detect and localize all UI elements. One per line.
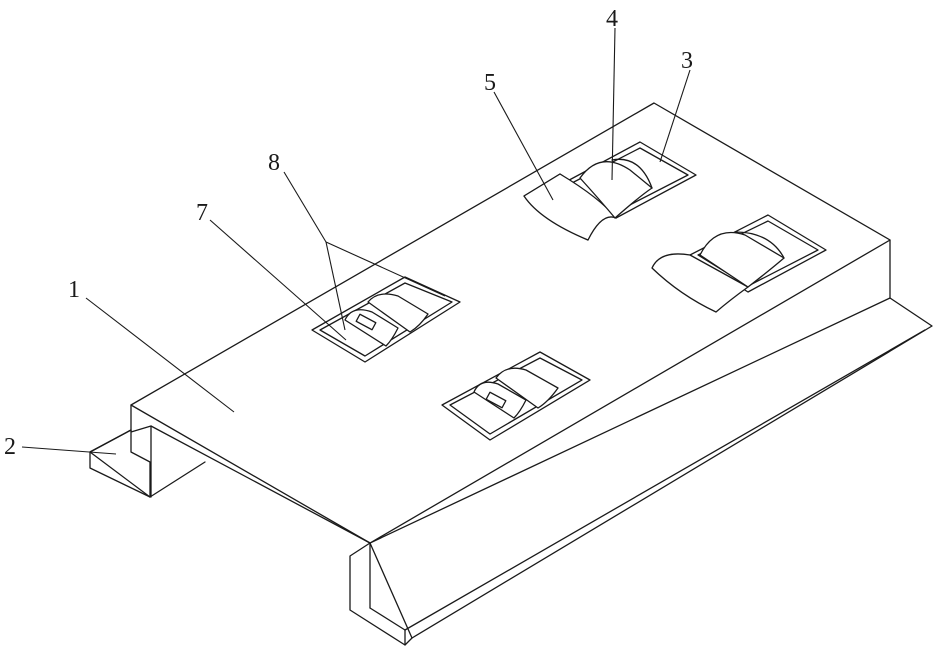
label-4: 4 bbox=[606, 6, 618, 32]
label-8: 8 bbox=[268, 150, 280, 176]
leader-8a bbox=[284, 172, 326, 242]
label-5: 5 bbox=[484, 70, 496, 96]
label-2: 2 bbox=[4, 434, 16, 460]
label-1: 1 bbox=[68, 277, 80, 303]
label-7: 7 bbox=[196, 200, 208, 226]
label-3: 3 bbox=[681, 48, 693, 74]
